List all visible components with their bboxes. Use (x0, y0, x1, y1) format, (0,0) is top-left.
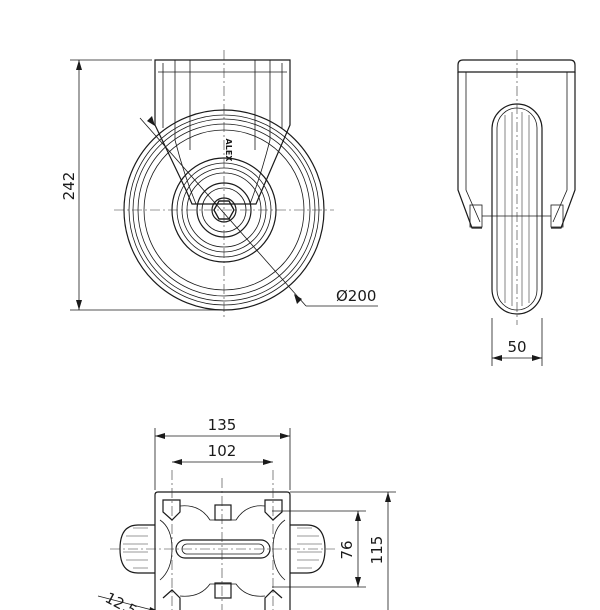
front-view: ALEX Ø200 242 (60, 50, 378, 318)
tire-right (290, 524, 326, 574)
dim-bolt-hole: 12,5 (102, 589, 140, 610)
dim-plate-length: 115 (368, 536, 386, 565)
side-top-plate (457, 59, 576, 73)
dim-bolt-spacing-x: 102 (208, 442, 237, 460)
side-view: 50 (457, 50, 576, 366)
dim-plate-width: 135 (208, 416, 237, 434)
dim-height: 242 (60, 172, 78, 201)
dim-bolt-spacing-y: 76 (338, 540, 356, 559)
dim-wheel-width: 50 (507, 338, 526, 356)
center-slot (175, 539, 271, 559)
brand-mark: ALEX (224, 139, 233, 163)
top-plate (154, 491, 291, 610)
dim-wheel-diameter: Ø200 (336, 287, 376, 305)
top-view: 135 102 76 115 12,5 (97, 416, 396, 610)
